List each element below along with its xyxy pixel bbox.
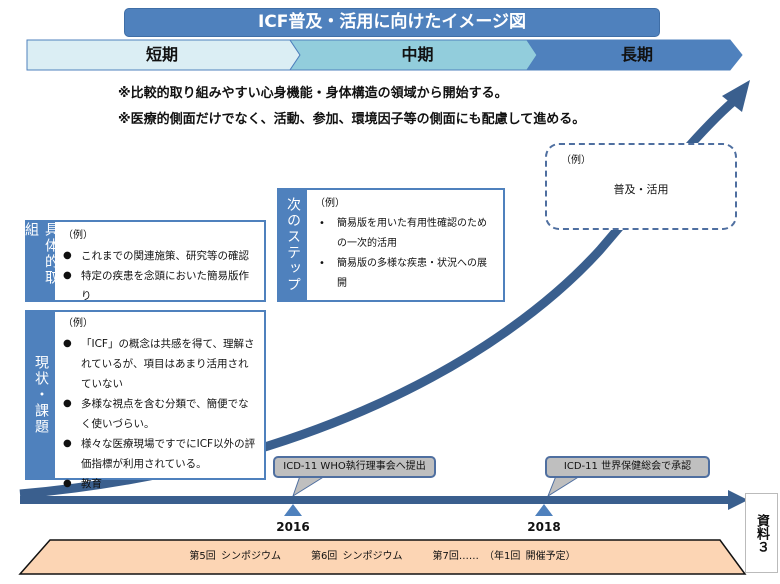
- goal-example: （例）: [561, 155, 591, 166]
- current-example: （例）: [63, 318, 93, 329]
- document-label: 資料３: [745, 493, 778, 573]
- phase-short: 短期: [145, 45, 178, 64]
- marker-2016: [284, 504, 302, 516]
- goal-box: （例） 普及・活用: [545, 143, 737, 230]
- list-item: 簡易版の多様な疾患・状況への展開: [315, 254, 495, 294]
- list-item: これまでの関連施策、研究等の確認: [63, 246, 256, 266]
- callout-tail-1: [292, 475, 327, 498]
- phase-mid: 中期: [401, 45, 434, 64]
- note-2: ※医療的側面だけでなく、活動、参加、環境因子等の側面にも配慮して進める。: [118, 112, 586, 127]
- callout-2018: ICD-11 世界保健総会で承認: [545, 456, 710, 478]
- callout-tail-2: [546, 475, 582, 498]
- timeline-arrowhead: [728, 490, 748, 510]
- next-example: （例）: [315, 198, 345, 209]
- list-item: 「ICF」の概念は共感を得て、理解されているが、項目はあまり活用されていない: [63, 334, 256, 394]
- concrete-label: 具体的取組: [23, 222, 59, 300]
- concrete-box: 具体的取組 （例） これまでの関連施策、研究等の確認特定の疾患を念頭においた簡易…: [23, 220, 266, 302]
- next-step-label: 次のステップ: [279, 190, 307, 300]
- callout-2016: ICD-11 WHO執行理事会へ提出: [273, 456, 436, 478]
- concrete-example: （例）: [63, 230, 93, 241]
- list-item: 様々な医療現場ですでにICF以外の評価指標が利用されている。: [63, 434, 256, 474]
- marker-2018: [535, 504, 553, 516]
- list-item: 多様な視点を含む分類で、簡便でなく使いづらい。: [63, 394, 256, 434]
- next-step-box: 次のステップ （例） 簡易版を用いた有用性確認のための一次的活用簡易版の多様な疾…: [277, 188, 505, 302]
- page-title: ICF普及・活用に向けたイメージ図: [124, 8, 660, 37]
- list-item: 特定の疾患を念頭においた簡易版作り: [63, 266, 256, 306]
- growth-arrowhead: [722, 80, 750, 112]
- symposium-trapezoid: [18, 539, 747, 575]
- goal-text: 普及・活用: [613, 183, 669, 196]
- phase-long: 長期: [620, 45, 653, 64]
- list-item: 簡易版を用いた有用性確認のための一次的活用: [315, 214, 495, 254]
- list-item: 教育: [63, 474, 256, 494]
- year-2016: 2016: [276, 520, 310, 534]
- symposium-text: 第5回 シンポジウム 第6回 シンポジウム 第7回…… （年1回 開催予定）: [189, 551, 576, 562]
- year-2018: 2018: [527, 520, 561, 534]
- timeline-shaft: [20, 496, 730, 504]
- current-issues-label: 現状・課題: [27, 312, 55, 478]
- current-issues-box: 現状・課題 （例） 「ICF」の概念は共感を得て、理解されているが、項目はあまり…: [25, 310, 266, 494]
- note-1: ※比較的取り組みやすい心身機能・身体構造の領域から開始する。: [118, 86, 508, 101]
- phase-long-shape: [526, 39, 743, 71]
